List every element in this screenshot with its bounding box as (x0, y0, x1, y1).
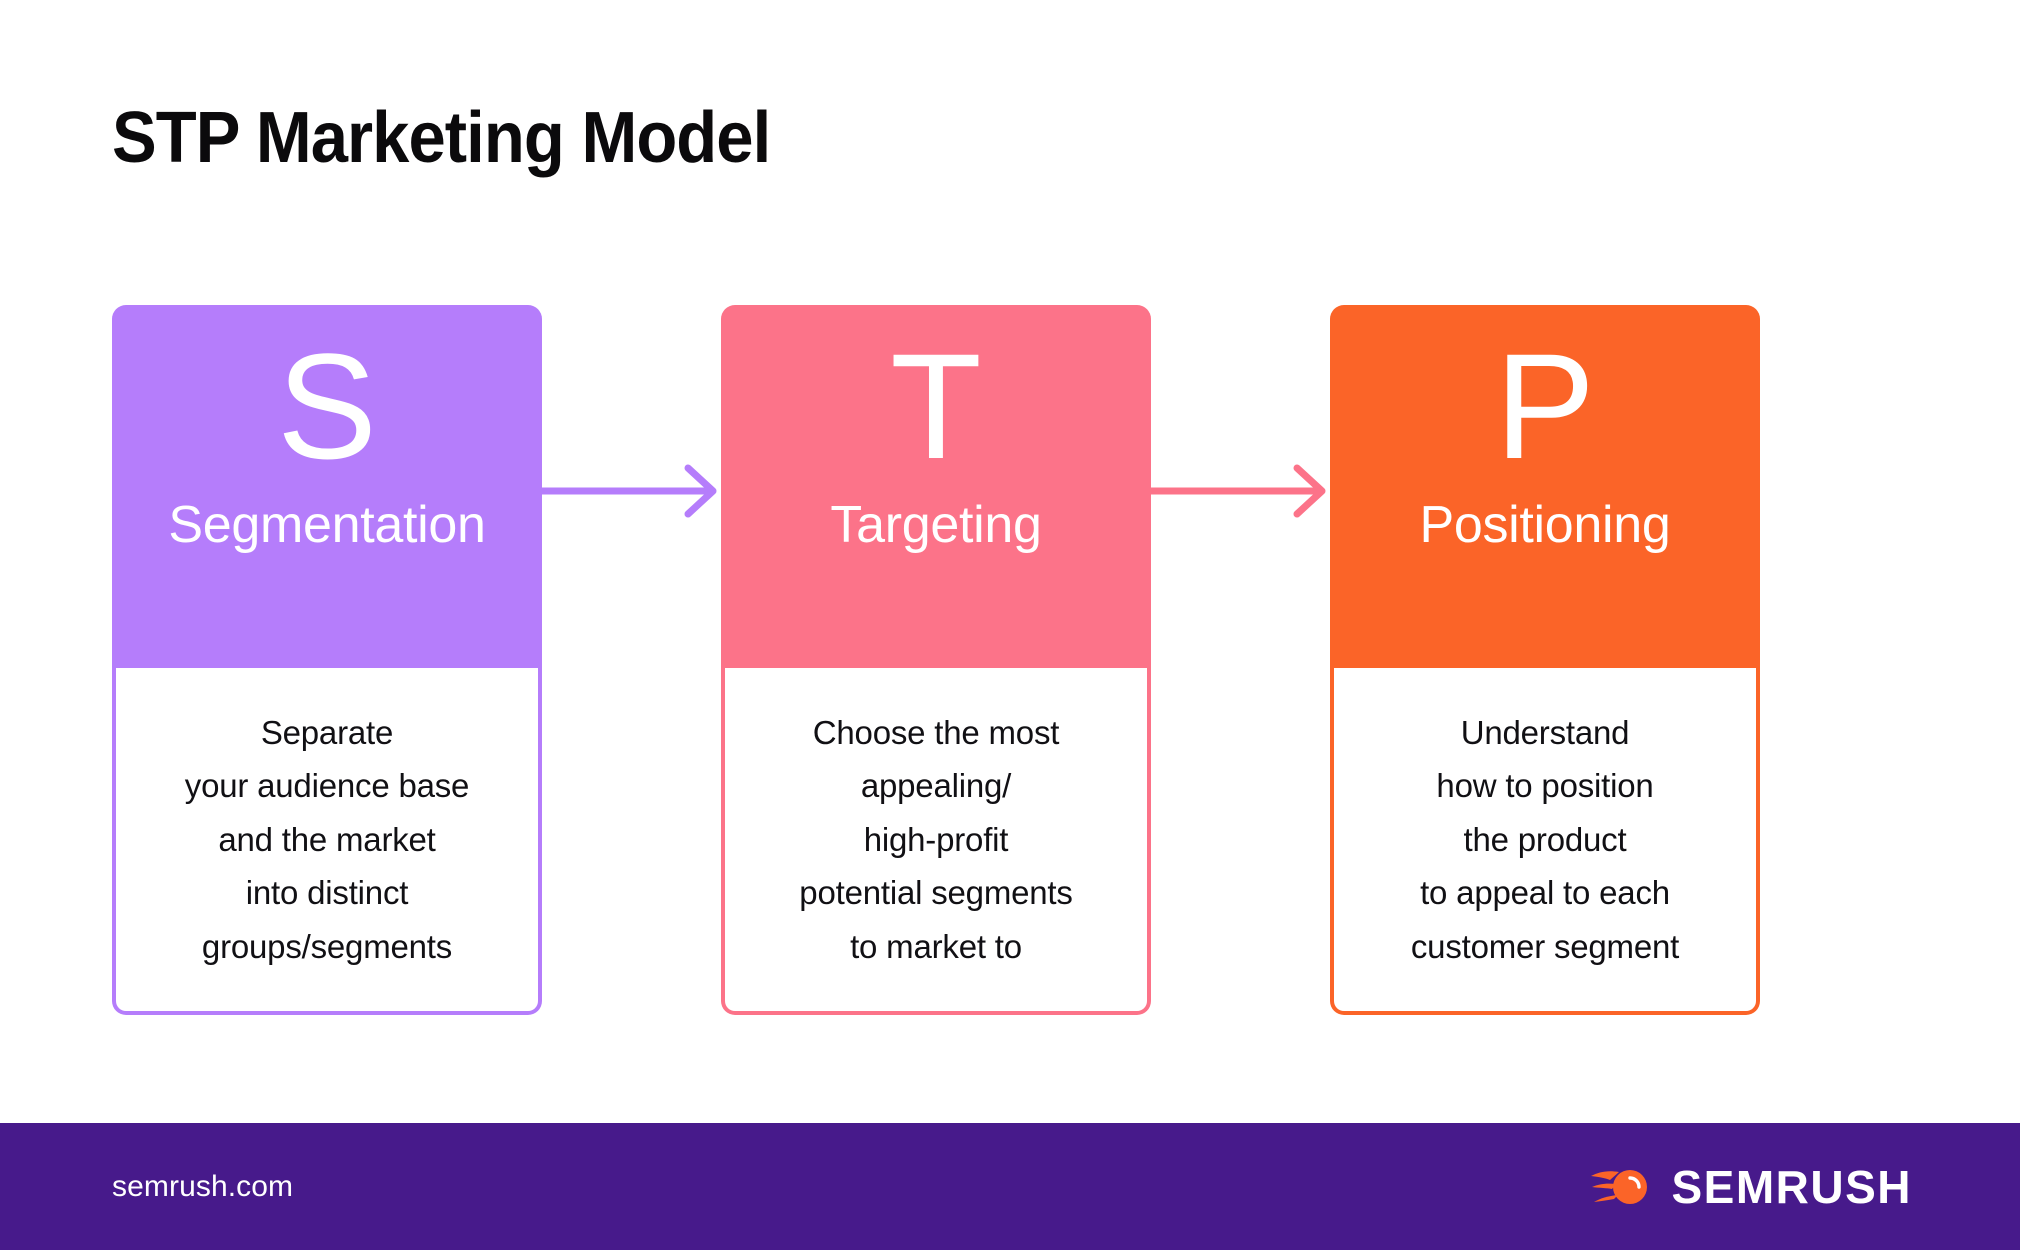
arrow-right-icon (1147, 464, 1326, 518)
card-body-targeting: Choose the most appealing/ high-profit p… (721, 668, 1151, 1015)
page-title: STP Marketing Model (112, 98, 771, 178)
card-description-segmentation: Separate your audience base and the mark… (184, 713, 470, 965)
card-body-segmentation: Separate your audience base and the mark… (112, 668, 542, 1015)
card-letter-targeting: T (890, 322, 982, 490)
card-body-positioning: Understand how to position the product t… (1330, 668, 1760, 1015)
card-positioning: P Positioning Understand how to position… (1330, 305, 1760, 1015)
card-letter-positioning: P (1494, 322, 1596, 490)
card-label-positioning: Positioning (1419, 496, 1671, 554)
footer-bar: semrush.com SEMRUSH (0, 1123, 2020, 1250)
card-segmentation: S Segmentation Separate your audience ba… (112, 305, 542, 1015)
arrow-targeting-to-positioning (1147, 463, 1330, 519)
card-header-segmentation: S Segmentation (112, 305, 542, 668)
card-header-targeting: T Targeting (721, 305, 1151, 668)
card-description-positioning: Understand how to position the product t… (1410, 713, 1680, 965)
footer-website-url[interactable]: semrush.com (112, 1169, 294, 1203)
card-header-positioning: P Positioning (1330, 305, 1760, 668)
card-description-targeting: Choose the most appealing/ high-profit p… (799, 713, 1073, 965)
arrow-segmentation-to-targeting (538, 463, 721, 519)
card-label-targeting: Targeting (830, 496, 1042, 554)
semrush-wordmark: SEMRUSH (1671, 1160, 1912, 1213)
semrush-logo: SEMRUSH (1589, 1160, 1912, 1214)
card-targeting: T Targeting Choose the most appealing/ h… (721, 305, 1151, 1015)
card-letter-segmentation: S (276, 322, 378, 490)
stp-cards-row: S Segmentation Separate your audience ba… (112, 305, 1912, 1015)
card-label-segmentation: Segmentation (168, 496, 486, 554)
arrow-right-icon (538, 464, 717, 518)
semrush-comet-icon (1591, 1169, 1648, 1204)
